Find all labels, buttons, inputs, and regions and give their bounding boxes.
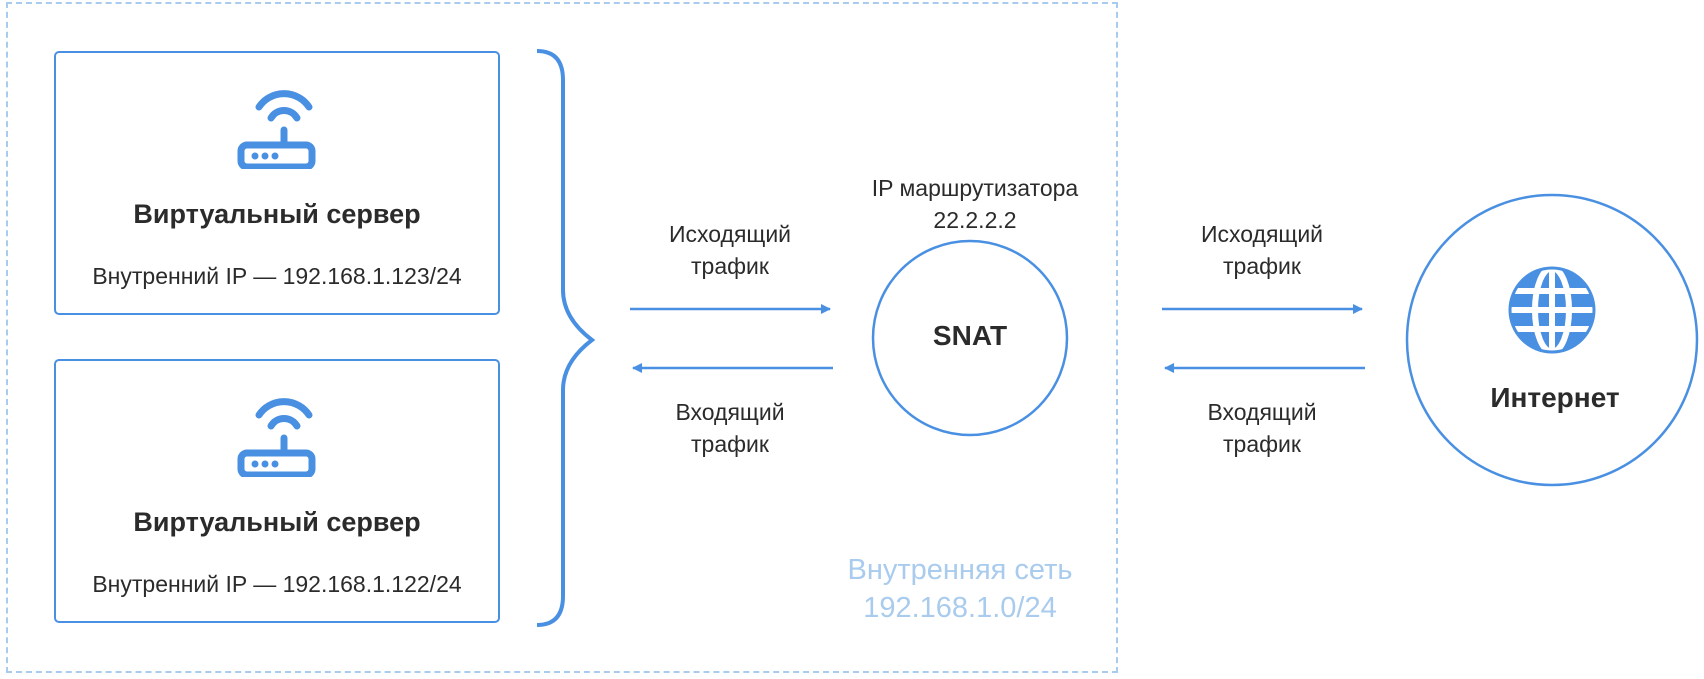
server-title: Виртуальный сервер bbox=[133, 199, 421, 229]
server-title: Виртуальный сервер bbox=[133, 507, 421, 537]
internet-node bbox=[1405, 193, 1699, 487]
server-internal-ip: Внутренний IP — 192.168.1.122/24 bbox=[92, 571, 462, 597]
snat-node bbox=[871, 239, 1069, 437]
router-icon bbox=[237, 90, 316, 169]
globe-icon bbox=[1508, 265, 1596, 355]
virtual-server-box-2: Виртуальный сервер Внутренний IP — 192.1… bbox=[54, 359, 500, 623]
grouping-brace bbox=[536, 49, 596, 627]
virtual-server-box-1: Виртуальный сервер Внутренний IP — 192.1… bbox=[54, 51, 500, 315]
router-icon bbox=[237, 398, 316, 477]
internal-network-frame bbox=[6, 2, 1118, 673]
snat-label: SNAT bbox=[932, 320, 1008, 351]
internet-label: Интернет bbox=[1490, 382, 1620, 413]
server-internal-ip: Внутренний IP — 192.168.1.123/24 bbox=[92, 263, 462, 289]
